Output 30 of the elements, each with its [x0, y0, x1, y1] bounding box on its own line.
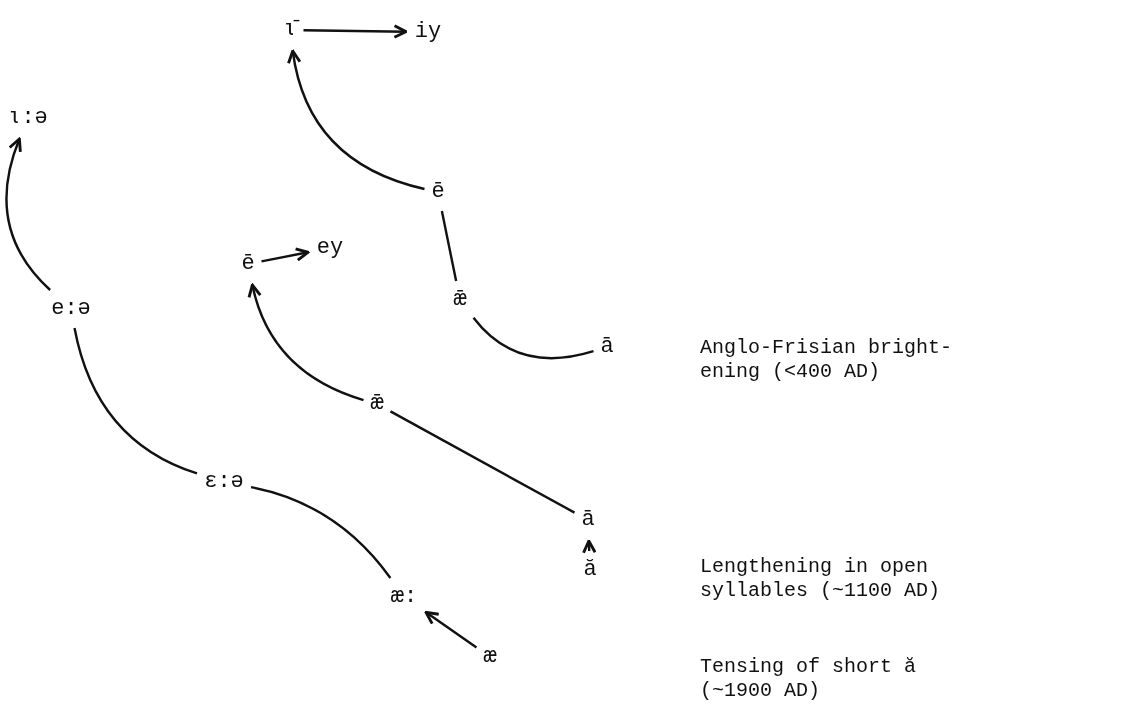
- connector-line: [73, 327, 198, 475]
- connector-line: [250, 485, 392, 579]
- phoneme-label: ɛ:ə: [203, 469, 245, 495]
- phoneme-label: ǣ: [369, 391, 385, 417]
- phoneme-label: ɩ̄: [282, 17, 298, 43]
- phoneme-label: ɩ:ə: [7, 105, 49, 131]
- arrow: [261, 247, 310, 263]
- connector-line: [440, 210, 458, 282]
- arrow: [248, 283, 364, 402]
- connector-line: [472, 316, 594, 360]
- stage-note: Tensing of short ă (~1900 AD): [700, 655, 918, 703]
- phoneme-label: ē: [240, 251, 256, 277]
- stage-note: Anglo-Frisian bright- ening (<400 AD): [700, 336, 954, 384]
- phoneme-label: e:ə: [50, 296, 92, 322]
- arrow: [424, 610, 478, 649]
- phoneme-label: ā: [599, 334, 615, 360]
- arrow: [582, 539, 597, 555]
- phoneme-label: æ: [482, 644, 498, 670]
- phoneme-label: ǣ: [452, 287, 468, 313]
- phoneme-label: ā: [580, 507, 596, 533]
- phoneme-label: iy: [413, 19, 443, 45]
- arrow: [303, 24, 408, 39]
- arrow: [5, 137, 51, 291]
- phoneme-label: ey: [315, 235, 345, 261]
- arrow: [287, 49, 425, 191]
- stage-note: Lengthening in open syllables (~1100 AD): [700, 555, 942, 603]
- phoneme-label: ă: [582, 557, 598, 583]
- phoneme-label: æ:: [389, 584, 419, 610]
- phoneme-label: ē: [430, 179, 446, 205]
- connector-line: [389, 410, 576, 514]
